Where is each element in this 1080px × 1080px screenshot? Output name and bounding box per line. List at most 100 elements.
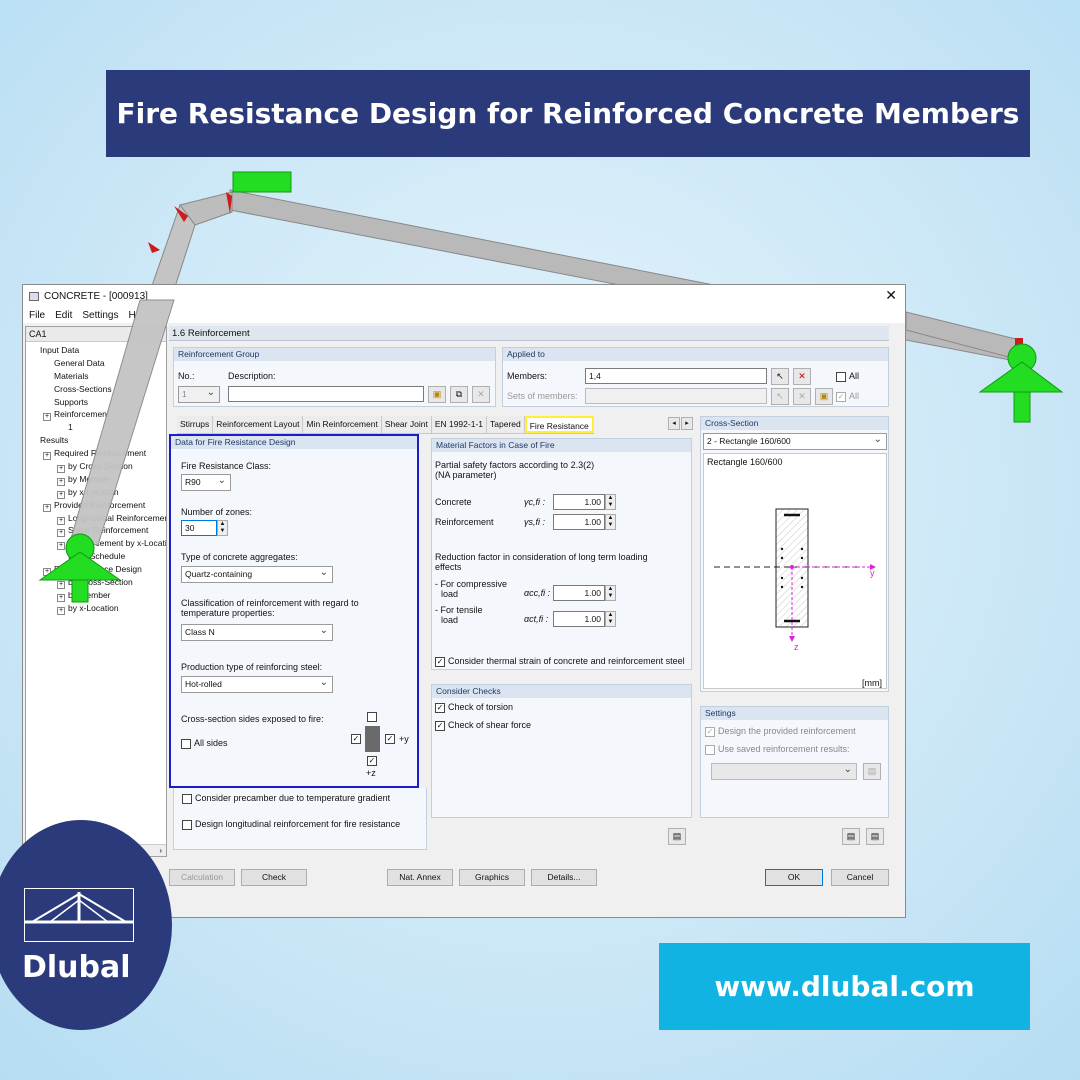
zones-spinner[interactable]: ▲▼ bbox=[217, 520, 228, 536]
tab-stirrups[interactable]: Stirrups bbox=[177, 416, 214, 433]
precamber-checkbox[interactable] bbox=[182, 794, 192, 804]
clear-members-button[interactable]: ✕ bbox=[793, 368, 811, 385]
tree-item[interactable]: Input Data bbox=[26, 344, 166, 357]
menu-settings[interactable]: Settings bbox=[82, 309, 119, 321]
tree-item[interactable]: +Reinforcement by x-Location bbox=[26, 537, 166, 551]
tab-scroll-left-button[interactable]: ◂ bbox=[668, 417, 680, 430]
close-icon[interactable]: ✕ bbox=[885, 287, 897, 303]
menu-help[interactable]: H bbox=[128, 309, 136, 321]
menu-edit[interactable]: Edit bbox=[55, 309, 73, 321]
side-top-checkbox[interactable] bbox=[367, 712, 377, 722]
delete-group-button[interactable]: ✕ bbox=[472, 386, 490, 403]
side-bottom-checkbox[interactable]: ✓ bbox=[367, 756, 377, 766]
copy-group-button[interactable]: ⧉ bbox=[450, 386, 468, 403]
use-saved-checkbox[interactable] bbox=[705, 745, 715, 755]
expand-icon[interactable]: + bbox=[43, 568, 51, 577]
concrete-factor-spinner[interactable]: ▲▼ bbox=[605, 494, 616, 510]
tab-en-1992[interactable]: EN 1992-1-1 bbox=[431, 416, 488, 433]
saved-results-select[interactable] bbox=[711, 762, 857, 780]
group-description-input[interactable] bbox=[228, 386, 424, 402]
tree-item[interactable]: Cross-Sections bbox=[26, 383, 166, 396]
all-sides-checkbox[interactable] bbox=[181, 739, 191, 749]
side-right-checkbox[interactable]: ✓ bbox=[385, 734, 395, 744]
group-no-select[interactable]: 1 bbox=[178, 385, 220, 403]
tensile-factor-spinner[interactable]: ▲▼ bbox=[605, 611, 616, 627]
select-sets-button[interactable]: ↖ bbox=[771, 388, 789, 405]
nat-annex-button[interactable]: Nat. Annex bbox=[387, 869, 453, 886]
compressive-factor-spinner[interactable]: ▲▼ bbox=[605, 585, 616, 601]
tab-scroll-right-button[interactable]: ▸ bbox=[681, 417, 693, 430]
tree-item[interactable]: Results bbox=[26, 434, 166, 447]
menu-file[interactable]: File bbox=[29, 309, 46, 321]
tab-tapered[interactable]: Tapered bbox=[487, 416, 525, 433]
cross-section-info-button[interactable]: ▤ bbox=[842, 828, 860, 845]
material-info-button[interactable]: ▤ bbox=[668, 828, 686, 845]
aggregates-select[interactable]: Quartz-containing bbox=[181, 565, 333, 583]
classification-select[interactable]: Class N bbox=[181, 623, 333, 641]
tree-item[interactable]: +Fire Resistance Design bbox=[26, 563, 166, 577]
zones-input[interactable]: 30 bbox=[181, 520, 217, 536]
reinforcement-factor-spinner[interactable]: ▲▼ bbox=[605, 514, 616, 530]
tree-item[interactable]: +Required Reinforcement bbox=[26, 447, 166, 461]
website-url[interactable]: www.dlubal.com bbox=[659, 943, 1030, 1030]
check-button[interactable]: Check bbox=[241, 869, 307, 886]
open-library-button[interactable]: ▣ bbox=[428, 386, 446, 403]
tab-min-reinforcement[interactable]: Min Reinforcement bbox=[303, 416, 382, 433]
cancel-button[interactable]: Cancel bbox=[831, 869, 889, 886]
members-input[interactable]: 1,4 bbox=[585, 368, 767, 384]
cross-section-export-button[interactable]: ▤ bbox=[866, 828, 884, 845]
expand-icon[interactable]: + bbox=[43, 413, 51, 422]
saved-results-button[interactable]: ▤ bbox=[863, 763, 881, 780]
tree-item[interactable]: Supports bbox=[26, 396, 166, 409]
expand-icon[interactable]: + bbox=[57, 465, 65, 474]
tree-item[interactable]: +Provided Reinforcement bbox=[26, 499, 166, 512]
expand-icon[interactable]: + bbox=[57, 593, 65, 602]
side-left-checkbox[interactable]: ✓ bbox=[351, 734, 361, 744]
tree-item[interactable]: General Data bbox=[26, 357, 166, 370]
new-set-button[interactable]: ▣ bbox=[815, 388, 833, 405]
expand-icon[interactable]: + bbox=[57, 477, 65, 486]
design-provided-checkbox[interactable]: ✓ bbox=[705, 727, 715, 737]
tree-item[interactable]: +by Member bbox=[26, 473, 166, 486]
tree-item[interactable]: +Longitudinal Reinforcement bbox=[26, 512, 166, 525]
expand-icon[interactable]: + bbox=[57, 581, 65, 590]
fire-class-select[interactable]: R90 bbox=[181, 473, 231, 491]
tree-item[interactable]: +by x-Location bbox=[26, 486, 166, 499]
expand-icon[interactable]: + bbox=[57, 606, 65, 615]
expand-icon[interactable]: + bbox=[43, 452, 51, 461]
concrete-factor-input[interactable]: 1.00 bbox=[553, 494, 605, 510]
graphics-button[interactable]: Graphics bbox=[459, 869, 525, 886]
production-select[interactable]: Hot-rolled bbox=[181, 675, 333, 693]
thermal-strain-checkbox[interactable]: ✓ bbox=[435, 657, 445, 667]
details-button[interactable]: Details... bbox=[531, 869, 597, 886]
all-sets-checkbox[interactable]: ✓ bbox=[836, 392, 846, 402]
all-members-checkbox[interactable] bbox=[836, 372, 846, 382]
calculation-button[interactable]: Calculation bbox=[169, 869, 235, 886]
tree-item[interactable]: +by Member bbox=[26, 589, 166, 602]
tree-item[interactable]: Materials bbox=[26, 370, 166, 383]
tensile-factor-input[interactable]: 1.00 bbox=[553, 611, 605, 627]
torsion-checkbox[interactable]: ✓ bbox=[435, 703, 445, 713]
shear-force-checkbox[interactable]: ✓ bbox=[435, 721, 445, 731]
expand-icon[interactable]: + bbox=[57, 516, 65, 525]
tree-item[interactable]: +Shear Reinforcement bbox=[26, 524, 166, 538]
tree-item[interactable]: Steel Schedule bbox=[26, 550, 166, 563]
tree-item[interactable]: +by x-Location bbox=[26, 602, 166, 615]
clear-sets-button[interactable]: ✕ bbox=[793, 388, 811, 405]
reinforcement-factor-input[interactable]: 1.00 bbox=[553, 514, 605, 530]
tree-item[interactable]: 1 bbox=[26, 421, 166, 434]
expand-icon[interactable]: + bbox=[43, 503, 51, 512]
tab-shear-joint[interactable]: Shear Joint bbox=[381, 416, 432, 433]
tab-fire-resistance[interactable]: Fire Resistance bbox=[524, 416, 594, 433]
tree-item[interactable]: +by Cross-Section bbox=[26, 576, 166, 590]
ok-button[interactable]: OK bbox=[765, 869, 823, 886]
select-members-button[interactable]: ↖ bbox=[771, 368, 789, 385]
tree-item[interactable]: +by Cross-Section bbox=[26, 460, 166, 474]
longitudinal-fire-checkbox[interactable] bbox=[182, 820, 192, 830]
tab-reinforcement-layout[interactable]: Reinforcement Layout bbox=[213, 416, 304, 433]
compressive-factor-input[interactable]: 1.00 bbox=[553, 585, 605, 601]
cross-section-select[interactable]: 2 - Rectangle 160/600 bbox=[703, 432, 887, 450]
expand-icon[interactable]: + bbox=[57, 490, 65, 499]
tree-item[interactable]: +Reinforcement bbox=[26, 408, 166, 422]
expand-icon[interactable]: + bbox=[57, 542, 65, 551]
